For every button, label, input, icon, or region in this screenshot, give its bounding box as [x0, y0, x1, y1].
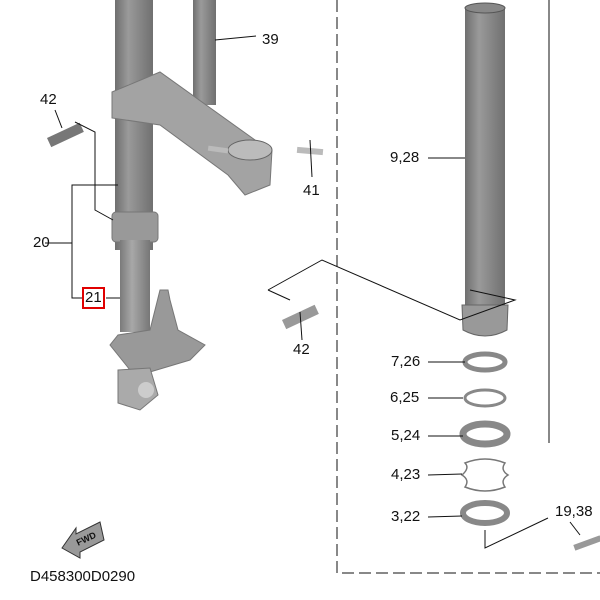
callout-21-highlighted[interactable]: 21	[82, 287, 105, 309]
exploded-parts	[459, 2, 600, 551]
diagram-code: D458300D0290	[30, 568, 136, 585]
callout-9-28[interactable]: 9,28	[390, 149, 420, 166]
callout-6-25[interactable]: 6,25	[390, 389, 420, 406]
callout-4-23[interactable]: 4,23	[391, 466, 421, 483]
fwd-arrow-icon: FWD	[61, 521, 105, 559]
callout-20[interactable]: 20	[33, 234, 50, 251]
callout-39[interactable]: 39	[262, 31, 279, 48]
leader-lines	[45, 0, 581, 549]
callout-19-38[interactable]: 19,38	[555, 503, 593, 520]
front-fork-assembly	[109, 0, 324, 411]
callout-7-26[interactable]: 7,26	[391, 353, 421, 370]
callout-42-right[interactable]: 42	[293, 341, 310, 358]
callout-41[interactable]: 41	[303, 182, 320, 199]
callout-42-left[interactable]: 42	[40, 91, 57, 108]
assembly-dashed-border	[336, 0, 600, 574]
callout-3-22[interactable]: 3,22	[391, 508, 421, 525]
kyb-emblem-left	[47, 122, 84, 148]
callout-5-24[interactable]: 5,24	[391, 427, 421, 444]
